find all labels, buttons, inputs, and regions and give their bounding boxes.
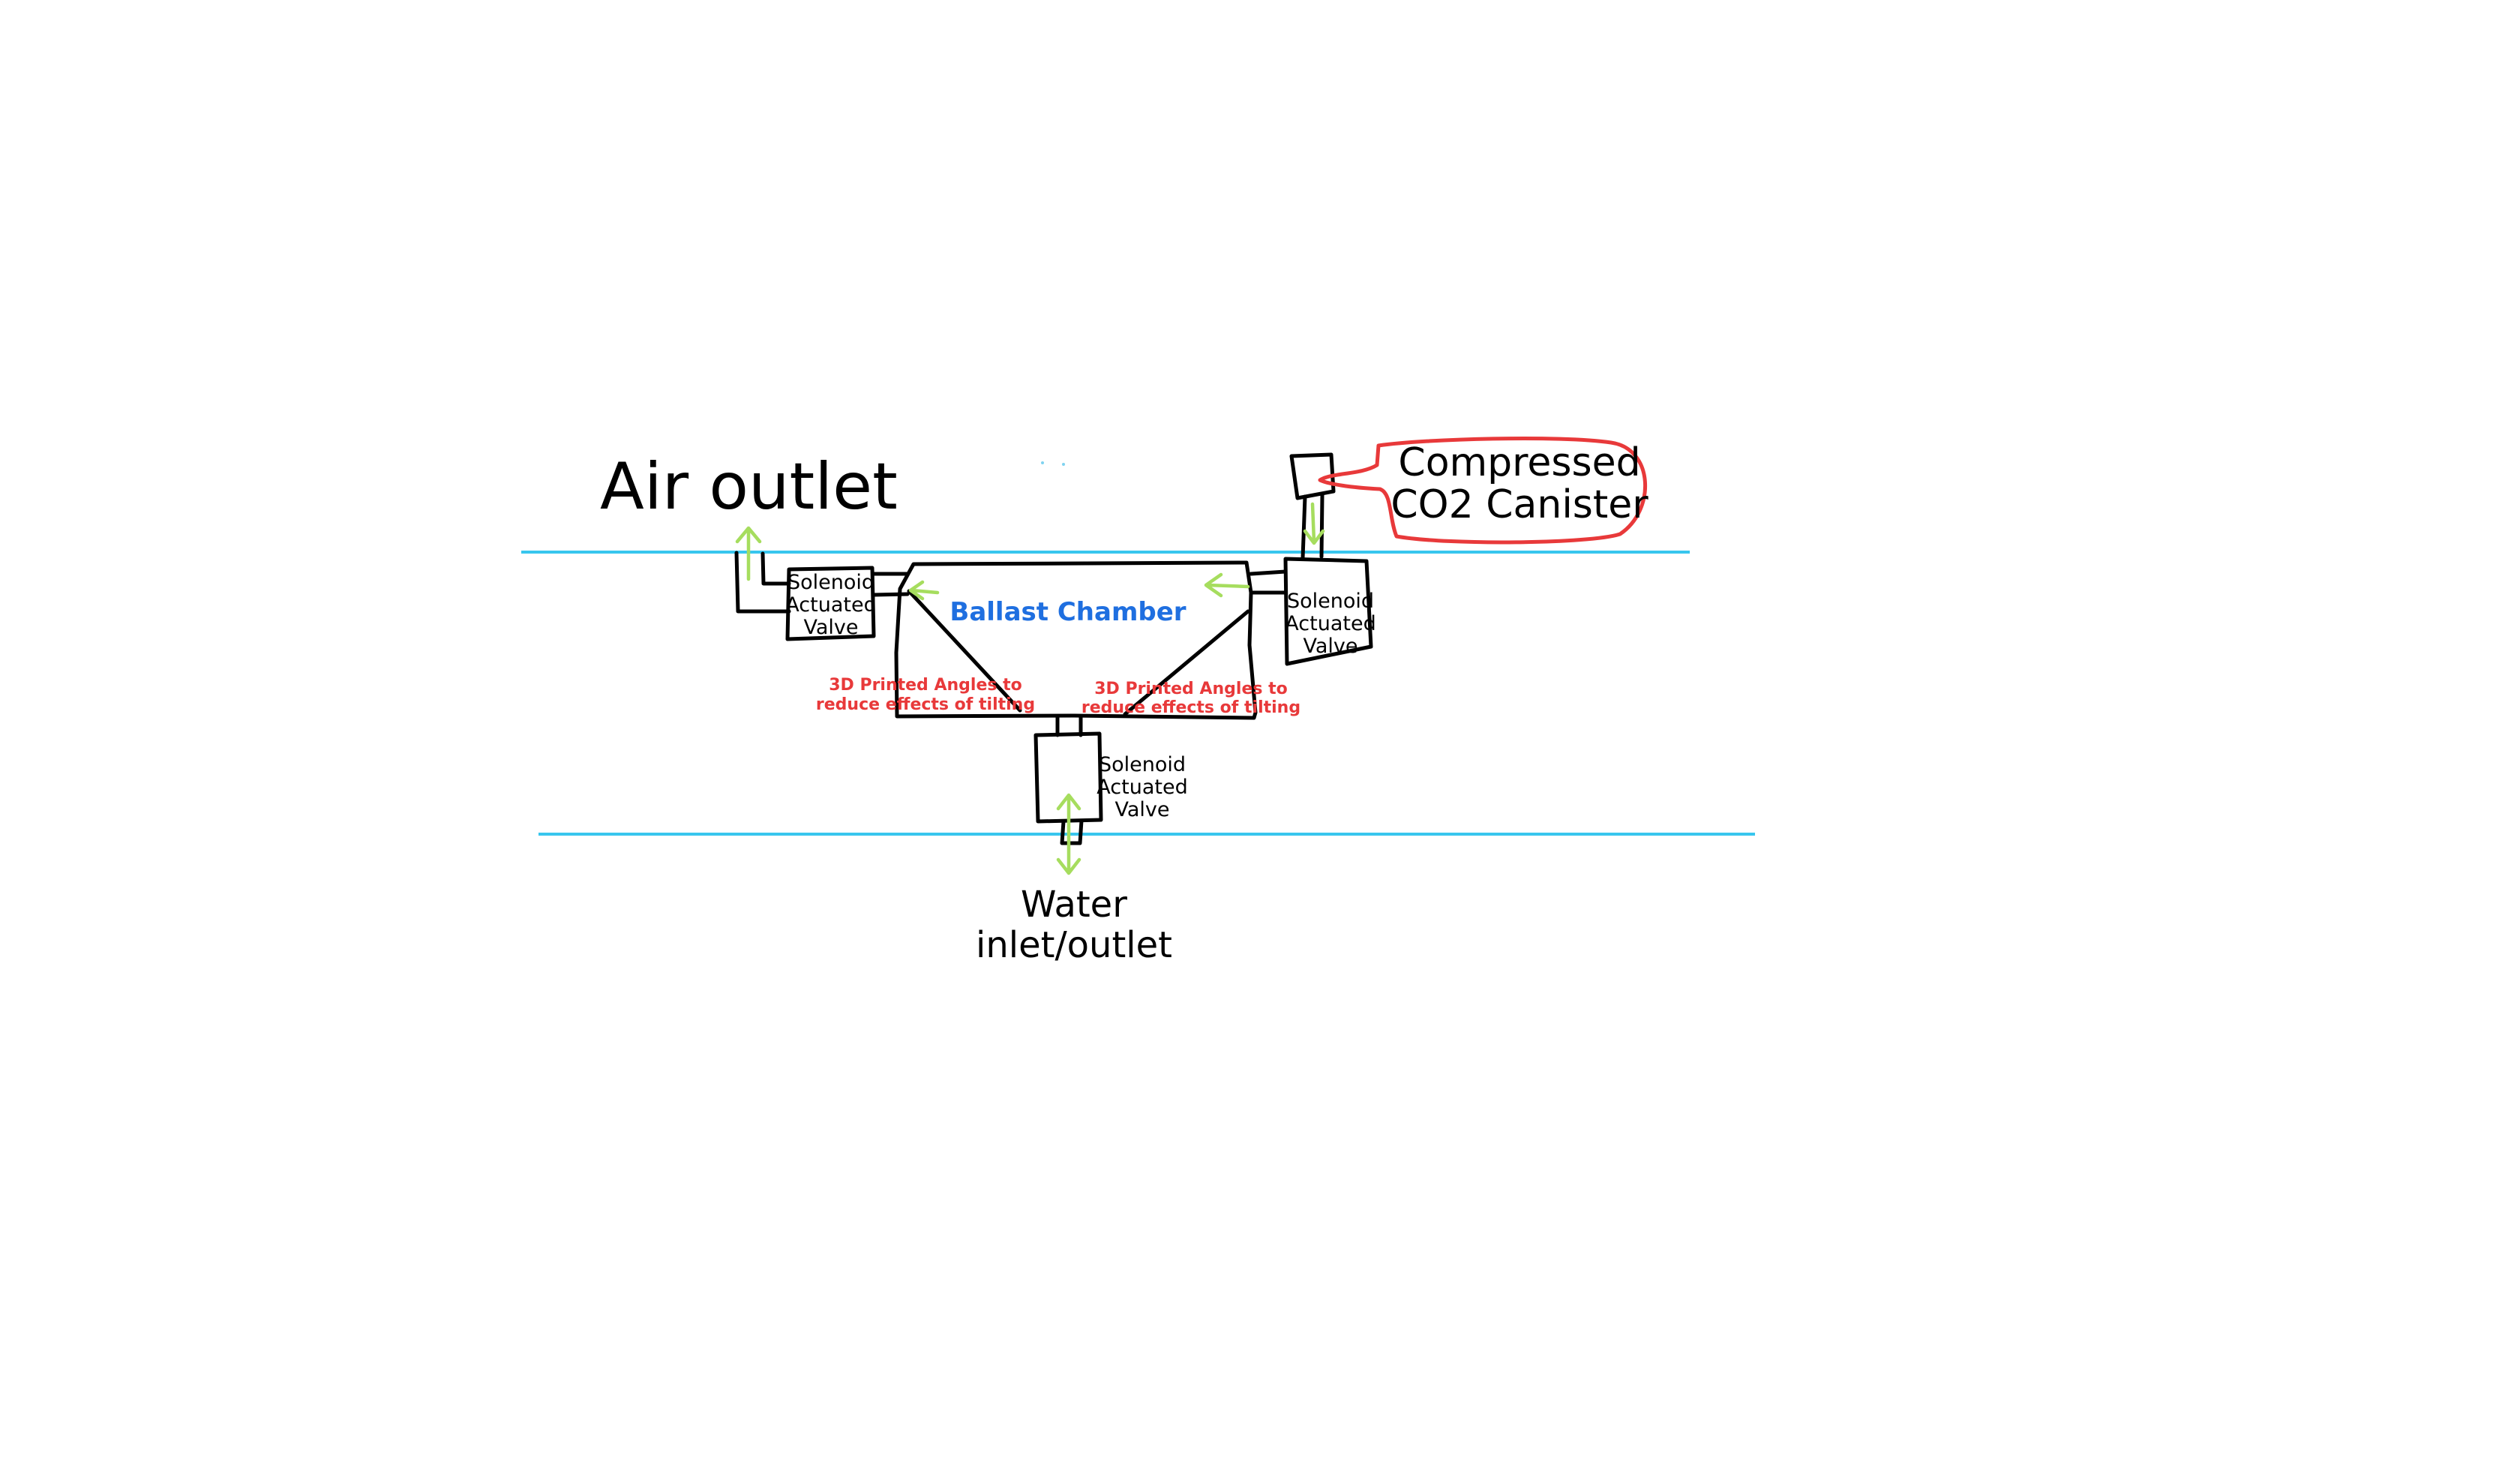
air-outlet-pipe xyxy=(734,551,791,614)
right-valve-pipe xyxy=(1249,569,1288,595)
bottom-valve-label-3: Valve xyxy=(1114,798,1169,821)
co2-canister xyxy=(1289,452,1336,500)
air-outlet-arrow xyxy=(735,526,762,581)
chamber-left-arrow xyxy=(908,580,940,601)
water-label-1: Water xyxy=(1021,884,1127,926)
right-angle-note-2: reduce effects of tilting xyxy=(1082,698,1300,717)
left-valve-label-1: Solenoid xyxy=(788,571,874,594)
left-angle-note-2: reduce effects of tilting xyxy=(816,695,1035,714)
co2-down-arrow xyxy=(1303,502,1325,545)
right-valve-label-3: Valve xyxy=(1303,635,1358,658)
left-valve-pipe xyxy=(872,572,910,597)
stray-dot-left xyxy=(1041,461,1044,464)
co2-label-2: CO2 Canister xyxy=(1390,482,1648,527)
right-angle-insert xyxy=(1123,609,1250,716)
co2-feed-pipe xyxy=(1300,493,1324,560)
bottom-valve-label-1: Solenoid xyxy=(1099,753,1186,776)
co2-label-outline xyxy=(1318,436,1648,545)
right-valve-box xyxy=(1283,557,1373,666)
water-bidirectional-arrow xyxy=(1056,793,1082,875)
left-valve-box xyxy=(785,566,876,641)
air-outlet-label: Air outlet xyxy=(600,449,898,524)
left-valve-label-2: Actuated xyxy=(785,593,876,617)
left-valve-label-3: Valve xyxy=(803,616,858,639)
chamber-right-arrow xyxy=(1204,572,1250,598)
water-pipe xyxy=(1060,818,1084,845)
right-angle-note-1: 3D Printed Angles to xyxy=(1094,680,1288,698)
co2-label-1: Compressed xyxy=(1398,440,1640,485)
ballast-chamber xyxy=(894,560,1258,720)
water-label-2: inlet/outlet xyxy=(976,924,1172,966)
stray-dot-right xyxy=(1062,463,1065,466)
ballast-chamber-label: Ballast Chamber xyxy=(950,597,1186,627)
right-valve-label-2: Actuated xyxy=(1285,612,1376,635)
bottom-valve-box xyxy=(1034,731,1103,824)
right-valve-label-1: Solenoid xyxy=(1287,590,1374,613)
left-angle-insert xyxy=(907,589,1022,713)
bottom-valve-label-2: Actuated xyxy=(1096,776,1187,799)
left-angle-note-1: 3D Printed Angles to xyxy=(829,676,1022,695)
bottom-valve-pipe xyxy=(1055,715,1083,737)
